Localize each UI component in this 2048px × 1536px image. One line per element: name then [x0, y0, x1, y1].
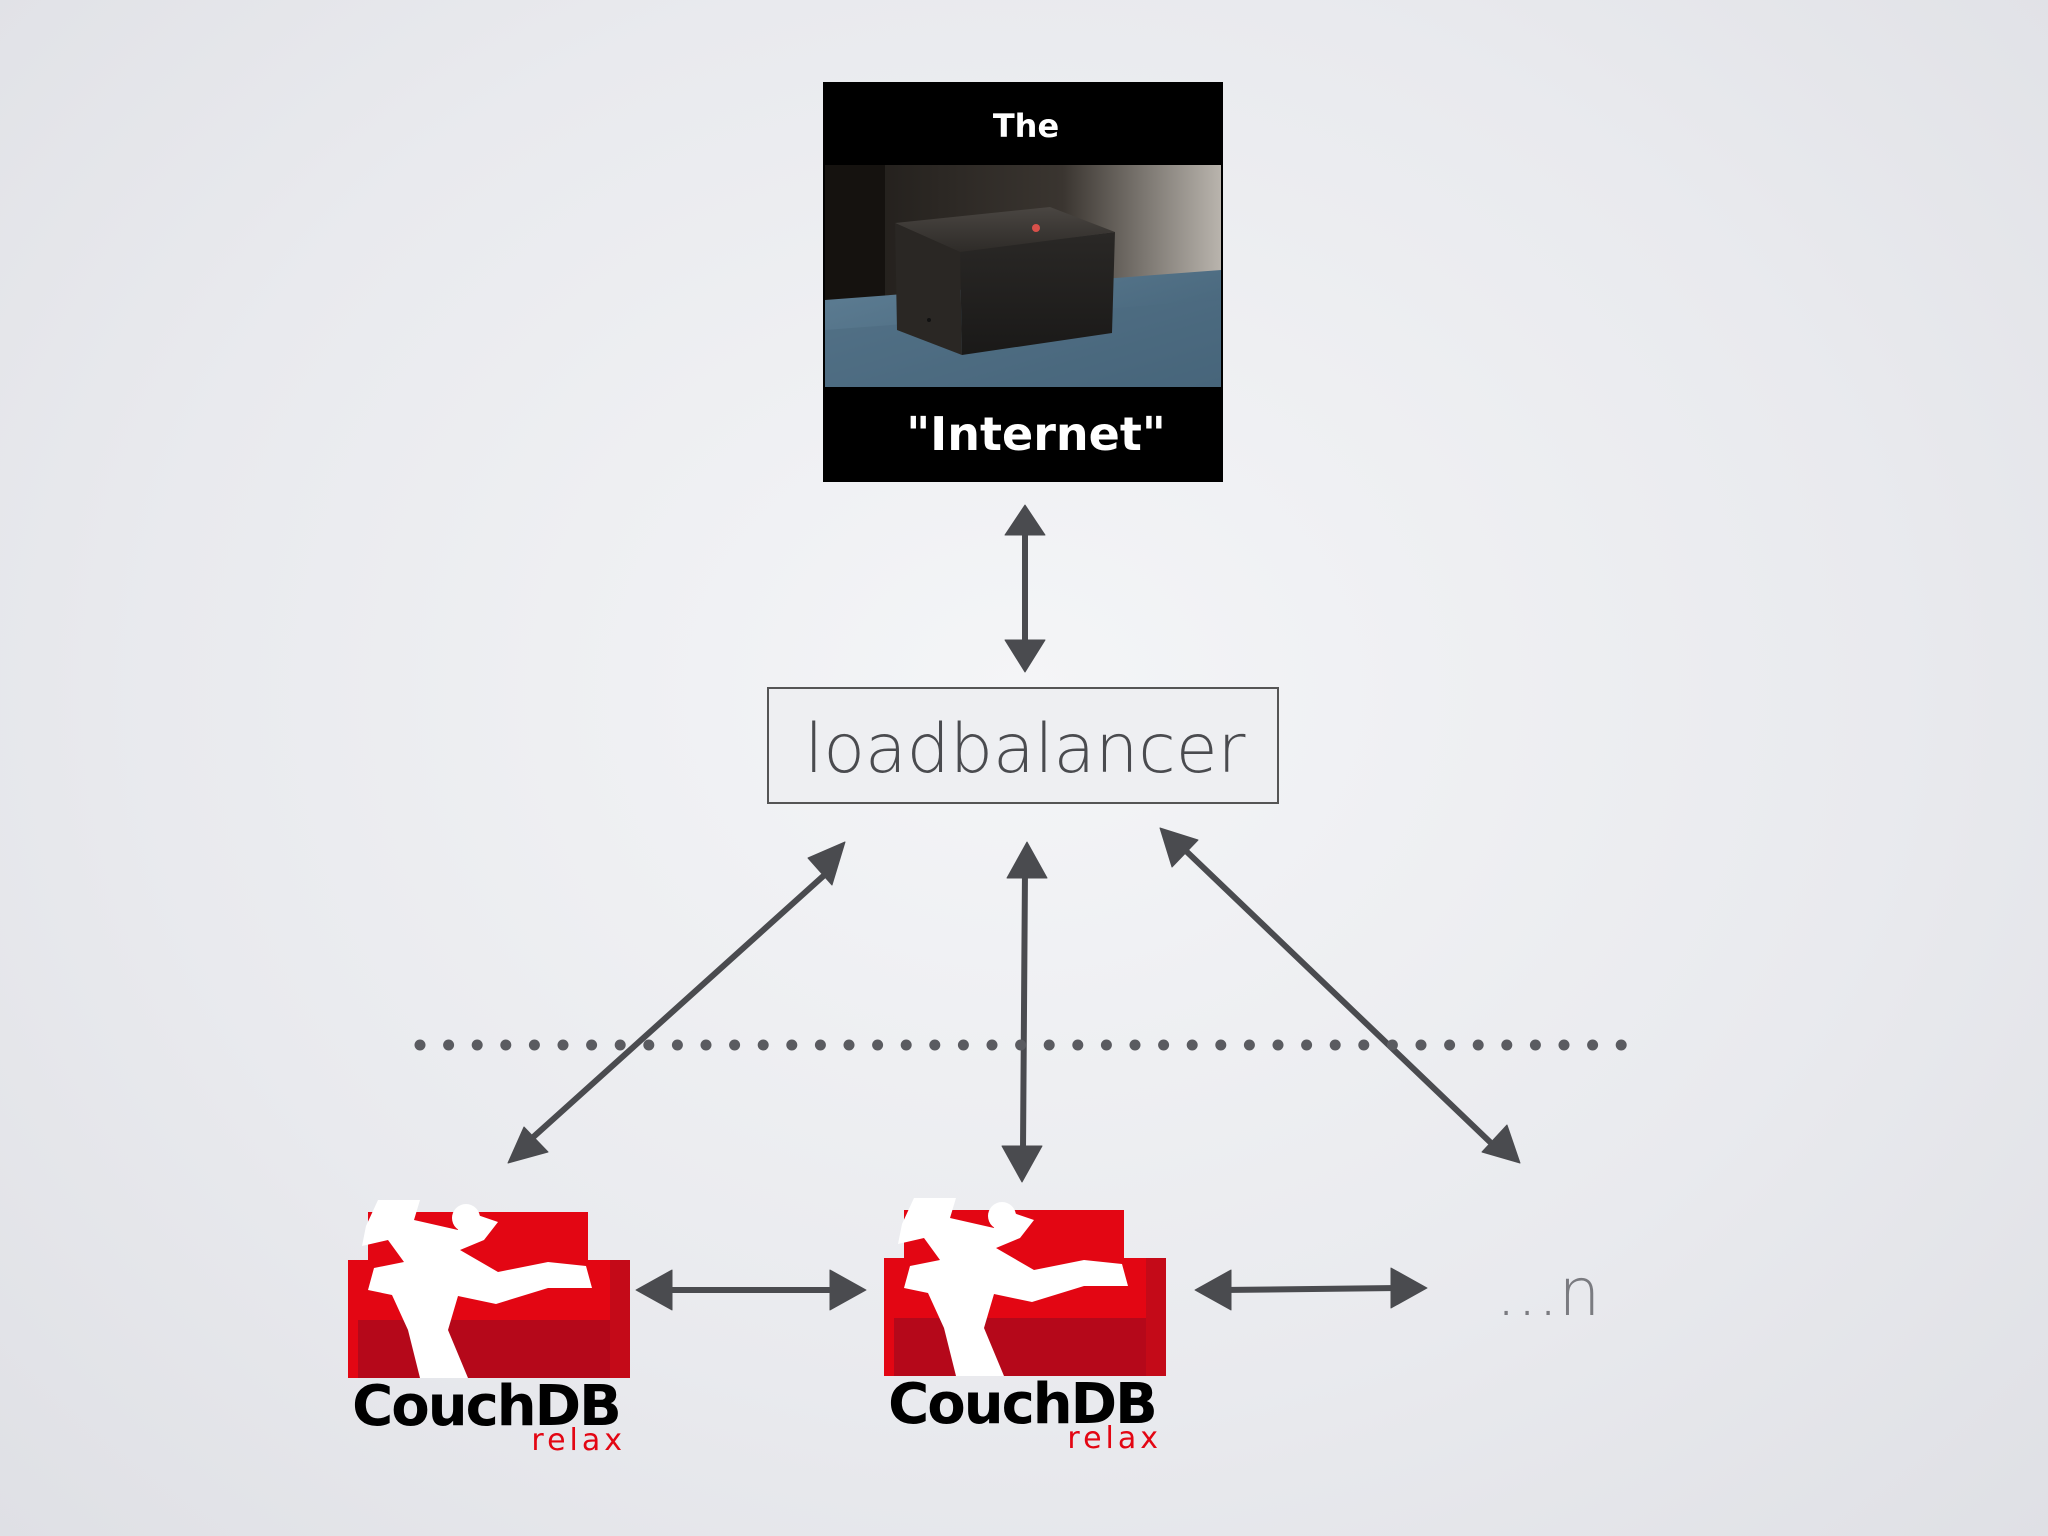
divider-dot — [814, 1039, 826, 1051]
couchdb-name: CouchDB — [888, 1372, 1156, 1437]
couchdb-logo-icon — [348, 1200, 630, 1378]
divider-dot — [500, 1039, 512, 1051]
arrow-loadbalancer-couchdb-2 — [1001, 841, 1048, 1183]
couchdb-node-2: CouchDB relax — [884, 1198, 1166, 1456]
divider-dot — [614, 1039, 626, 1051]
divider-dot — [729, 1039, 741, 1051]
divider-dot — [700, 1039, 712, 1051]
divider-dot — [1615, 1039, 1627, 1051]
internet-top-text: The — [993, 107, 1059, 145]
divider-dot — [1043, 1039, 1055, 1051]
divider-dot — [872, 1039, 884, 1051]
divider-dot — [1072, 1039, 1084, 1051]
divider-dot — [1558, 1039, 1570, 1051]
divider-dot — [786, 1039, 798, 1051]
couchdb-tagline: relax — [531, 1423, 626, 1458]
arrow-couchdb-2-more — [1194, 1267, 1428, 1311]
divider-dot — [1415, 1039, 1427, 1051]
divider-dot — [986, 1039, 998, 1051]
black-box-photo — [825, 165, 1221, 387]
divider-dot — [843, 1039, 855, 1051]
divider-dot — [757, 1039, 769, 1051]
divider-dot — [471, 1039, 483, 1051]
arrow-loadbalancer-couchdb-1 — [507, 841, 846, 1164]
internet-bottom-text: "Internet" — [906, 407, 1166, 461]
loadbalancer-label: loadbalancer — [804, 710, 1245, 789]
divider-dot — [1301, 1039, 1313, 1051]
divider-dot — [929, 1039, 941, 1051]
divider-dot — [1215, 1039, 1227, 1051]
divider-dot — [643, 1039, 655, 1051]
internet-image: The "Internet" — [823, 82, 1223, 482]
divider-dot — [1243, 1039, 1255, 1051]
divider-dot — [1158, 1039, 1170, 1051]
arrow-loadbalancer-more — [1159, 827, 1521, 1164]
divider-dot — [1529, 1039, 1541, 1051]
couchdb-name: CouchDB — [352, 1374, 620, 1439]
divider-dot — [1329, 1039, 1341, 1051]
couchdb-node-1: CouchDB relax — [348, 1200, 630, 1458]
divider-dot — [1386, 1039, 1398, 1051]
divider-dot — [900, 1039, 912, 1051]
divider-dot — [528, 1039, 540, 1051]
divider-dot — [1015, 1039, 1027, 1051]
divider-dot — [414, 1039, 426, 1051]
divider-dot — [557, 1039, 569, 1051]
divider-dot — [443, 1039, 455, 1051]
more-nodes-label: ...n — [1496, 1254, 1601, 1331]
divider-dot — [1186, 1039, 1198, 1051]
divider-dot — [671, 1039, 683, 1051]
arrow-couchdb-1-couchdb-2 — [635, 1269, 867, 1311]
divider-dot — [586, 1039, 598, 1051]
divider-dot — [1444, 1039, 1456, 1051]
divider-dot — [957, 1039, 969, 1051]
couchdb-tagline: relax — [1067, 1421, 1162, 1456]
loadbalancer-box: loadbalancer — [767, 687, 1279, 804]
dotted-divider — [414, 1039, 1627, 1051]
divider-dot — [1587, 1039, 1599, 1051]
arrow-internet-loadbalancer — [1004, 504, 1046, 673]
divider-dot — [1501, 1039, 1513, 1051]
couchdb-logo-icon — [884, 1198, 1166, 1376]
divider-dot — [1472, 1039, 1484, 1051]
divider-dot — [1358, 1039, 1370, 1051]
connection-arrows — [507, 504, 1521, 1311]
divider-dot — [1272, 1039, 1284, 1051]
divider-dot — [1129, 1039, 1141, 1051]
divider-dot — [1100, 1039, 1112, 1051]
